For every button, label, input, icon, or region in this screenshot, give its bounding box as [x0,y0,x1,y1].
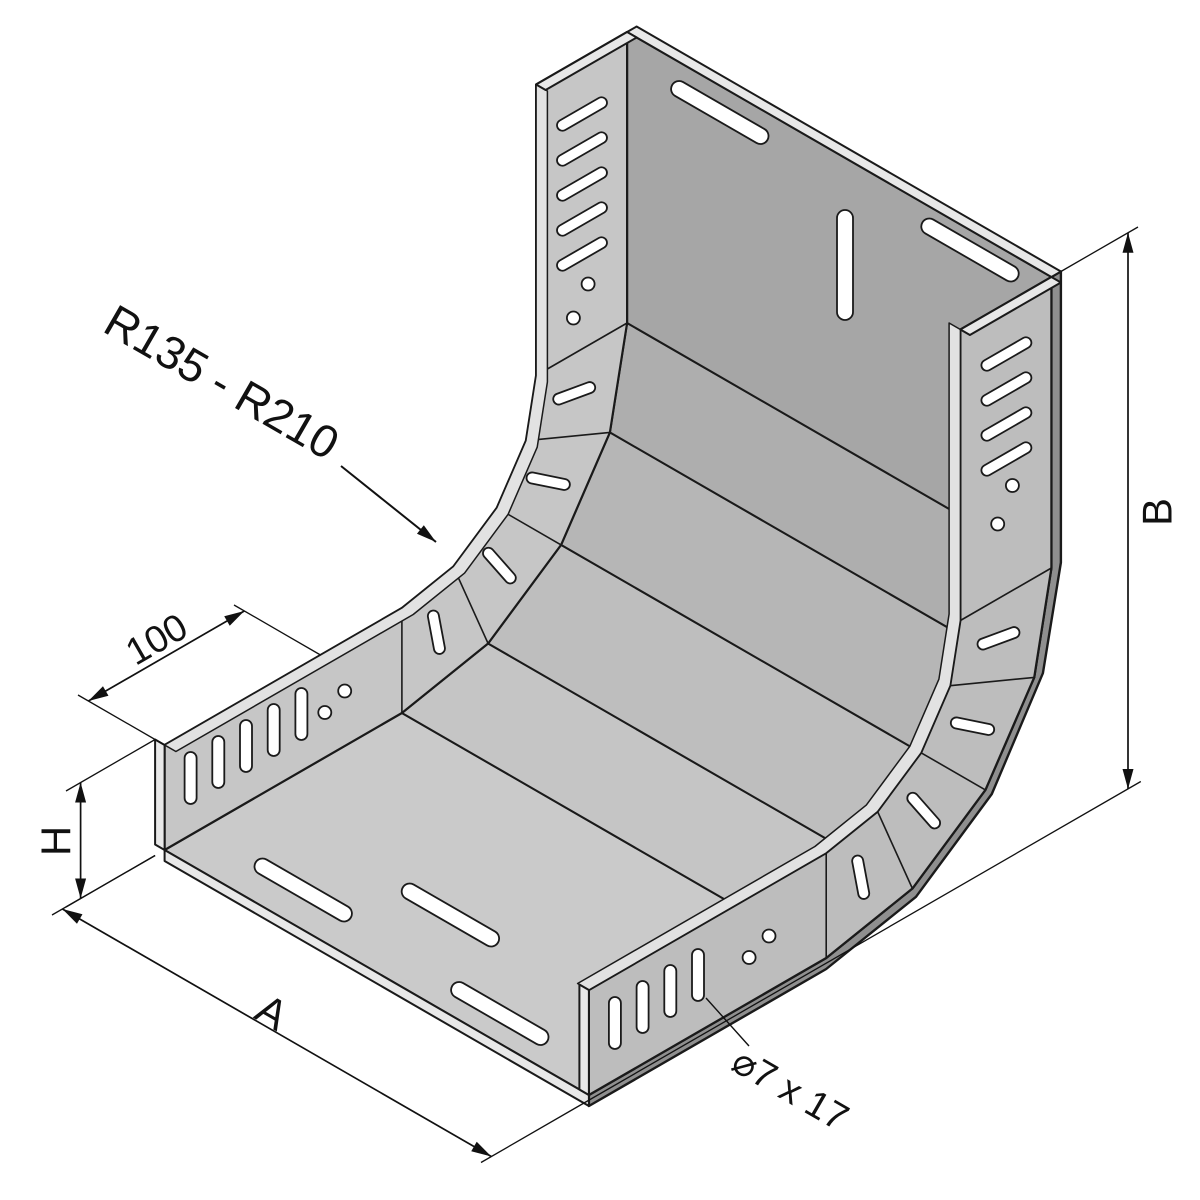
hole [990,516,1006,532]
far-rail-slots [608,336,1033,1050]
slot [663,964,678,1018]
slot [851,854,871,900]
dimension-B [583,226,1142,1104]
near-rail-flange [163,83,549,753]
slot [608,996,622,1050]
hole [761,928,777,944]
slot [552,381,597,406]
slot [691,948,705,1002]
slot [906,791,942,830]
tangent-length-label: 100 [119,606,195,674]
slot [426,609,446,655]
hole [580,276,596,292]
hole [317,705,333,720]
slot [239,719,253,773]
hole [1005,478,1020,493]
slot [980,371,1033,407]
far-rail-flange [576,322,962,991]
width-label: A [248,985,296,1040]
slot [266,703,281,757]
slot [482,546,517,585]
slot [294,687,309,741]
near-rail-slots [183,96,608,805]
slot [556,166,608,202]
hole [566,310,581,326]
slot [920,217,1020,283]
slot [980,441,1033,477]
slot [980,336,1033,372]
slot [980,406,1033,442]
top-end-cuts [535,25,1062,336]
slot [670,80,770,145]
slot [635,980,650,1034]
slot [949,716,996,736]
dimension-A [51,854,585,1164]
dimension-100 [77,604,321,746]
slot [556,96,608,132]
slot [556,236,608,272]
slot [836,209,854,321]
rail-height-label: H [33,826,80,856]
radius-callout [340,465,437,543]
slot [211,735,226,789]
hole [337,683,353,699]
leg-height-label: B [1134,498,1181,526]
hole [741,950,757,965]
slot [525,471,571,491]
slot-size-callout [705,997,750,1047]
slot [556,131,608,167]
slot-size-label: ⌀7 x 17 [725,1040,855,1140]
tray-body [154,25,1063,1108]
far-rail-joints [825,567,1052,958]
slot [183,751,198,805]
radius-label: R135 - R210 [96,294,348,469]
slot [556,201,608,237]
slot [976,626,1021,651]
